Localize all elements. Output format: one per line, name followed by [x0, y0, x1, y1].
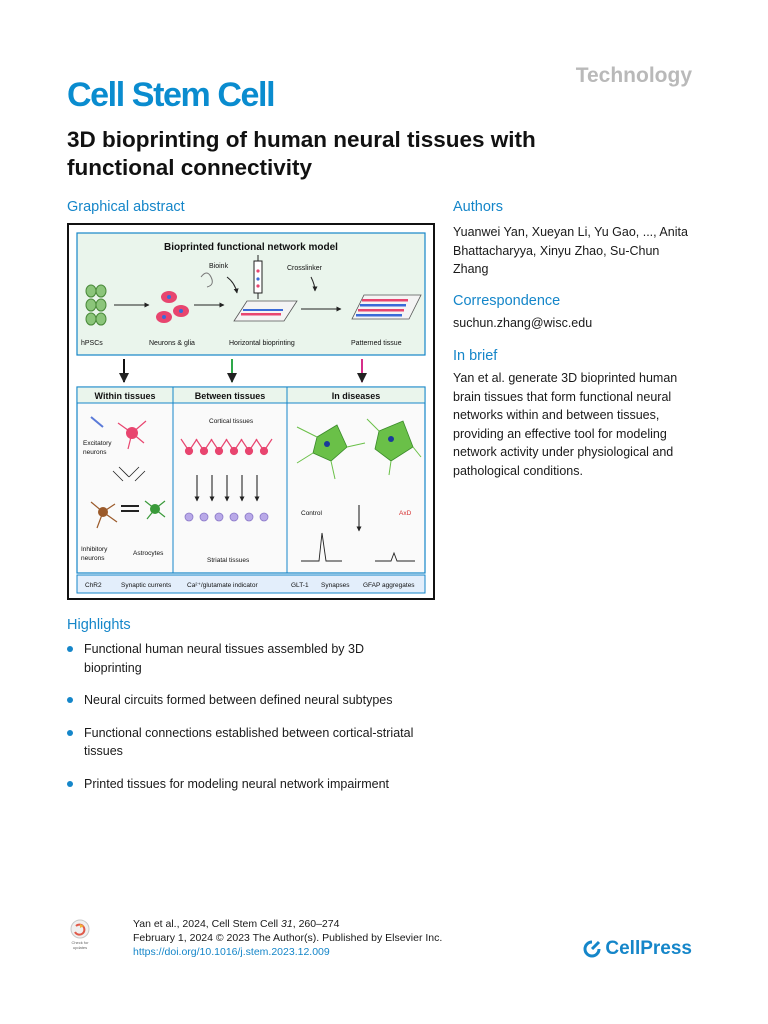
article-title: 3D bioprinting of human neural tissues w…: [67, 127, 536, 180]
highlights-heading: Highlights: [67, 617, 131, 633]
citation-block: Yan et al., 2024, Cell Stem Cell 31, 260…: [133, 917, 442, 959]
step-neurons-glia: Neurons & glia: [149, 340, 195, 347]
inhibitory-label-1: Inhibitory: [81, 546, 108, 553]
bullet-icon: [67, 697, 73, 703]
bullet-icon: [67, 780, 73, 787]
bullet-icon: [67, 646, 73, 652]
legend-glt1: GLT-1: [291, 582, 309, 589]
panel-title-within: Within tissues: [95, 391, 156, 401]
inhibitory-label-2: neurons: [81, 555, 105, 562]
step-hpscs: hPSCs: [81, 340, 103, 347]
excitatory-label-1: Excitatory: [83, 440, 112, 447]
citation-line-1: Yan et al., 2024, Cell Stem Cell 31, 260…: [133, 918, 340, 930]
legend-calcium-indicator: Ca²⁺/glutamate indicator: [187, 582, 258, 589]
highlight-item: Printed tissues for modeling neural netw…: [67, 775, 417, 794]
doi-link[interactable]: https://doi.org/10.1016/j.stem.2023.12.0…: [133, 946, 330, 958]
neurons-glia-cells: [156, 291, 189, 323]
legend-gfap-aggregates: GFAP aggregates: [363, 582, 415, 589]
axd-astrocyte-icon: [366, 418, 422, 476]
bullet-icon: [67, 729, 73, 736]
correspondence-email[interactable]: suchun.zhang@wisc.edu: [453, 316, 593, 330]
striatal-neurons: [184, 512, 269, 522]
control-astrocyte-icon: [296, 424, 366, 480]
axd-trace: [375, 551, 415, 562]
bottom-panels: [76, 386, 426, 574]
step-horizontal-bioprinting: Horizontal bioprinting: [229, 340, 295, 347]
check-updates-text-1: Check for: [71, 940, 89, 945]
control-trace: [301, 532, 342, 562]
cellpress-logo: CellPress: [582, 938, 692, 960]
in-brief-text: Yan et al. generate 3D bioprinted human …: [453, 371, 678, 478]
journal-title: Cell Stem Cell: [67, 76, 276, 114]
inhibitory-neuron-icon: [90, 501, 118, 529]
axd-label: AxD: [399, 510, 412, 517]
cortical-neurons: [180, 438, 273, 456]
cellpress-logo-icon: [583, 940, 601, 958]
printed-rows: [241, 309, 283, 316]
authors-heading: Authors: [453, 199, 503, 215]
bioprinter-syringe-icon: [253, 255, 263, 299]
authors-list: Yuanwei Yan, Xueyan Li, Yu Gao, ..., Ani…: [453, 225, 688, 276]
excitatory-label-2: neurons: [83, 449, 107, 456]
cortical-label: Cortical tissues: [209, 418, 254, 425]
bioink-label: Bioink: [209, 263, 229, 270]
bioink-icon: [200, 272, 213, 288]
legend-synaptic-currents: Synaptic currents: [121, 582, 172, 589]
graphical-abstract-heading: Graphical abstract: [67, 199, 185, 215]
step-patterned-tissue: Patterned tissue: [351, 340, 402, 347]
cellpress-logo-text: CellPress: [605, 938, 692, 959]
highlights-list: Functional human neural tissues assemble…: [67, 640, 417, 807]
top-panel-title: Bioprinted functional network model: [164, 242, 338, 253]
correspondence-heading: Correspondence: [453, 293, 561, 309]
graphical-abstract-figure: Bioprinted functional network model Bioi…: [67, 223, 435, 600]
in-brief-heading: In brief: [453, 348, 498, 364]
control-label: Control: [301, 510, 323, 517]
crosslinker-label: Crosslinker: [287, 265, 323, 272]
astrocytes-label: Astrocytes: [133, 550, 164, 557]
graphical-abstract-svg: Bioprinted functional network model Bioi…: [76, 232, 426, 594]
check-for-updates-badge[interactable]: Check for updates: [67, 918, 93, 950]
highlight-item: Functional connections established betwe…: [67, 724, 417, 761]
panel-title-between: Between tissues: [195, 391, 266, 401]
legend-chr2: ChR2: [85, 582, 102, 589]
legend-synapses: Synapses: [321, 582, 350, 589]
check-updates-icon: Check for updates: [70, 919, 90, 950]
highlight-item: Functional human neural tissues assemble…: [67, 640, 417, 677]
highlight-item: Neural circuits formed between defined n…: [67, 691, 417, 710]
striatal-label: Striatal tissues: [207, 557, 250, 564]
astrocyte-icon: [144, 500, 166, 520]
panel-title-diseases: In diseases: [332, 391, 381, 401]
patterned-tissue-rows: [356, 299, 408, 317]
cortical-striatal-arrows: [194, 475, 260, 502]
legend-bar: [76, 574, 426, 594]
top-panel: [76, 232, 426, 356]
check-updates-text-2: updates: [73, 945, 87, 950]
hpsc-cells: [85, 284, 107, 326]
excitatory-neuron-icon: [90, 416, 147, 450]
article-type: Technology: [575, 64, 692, 87]
citation-line-2: February 1, 2024 © 2023 The Author(s). P…: [133, 932, 443, 944]
